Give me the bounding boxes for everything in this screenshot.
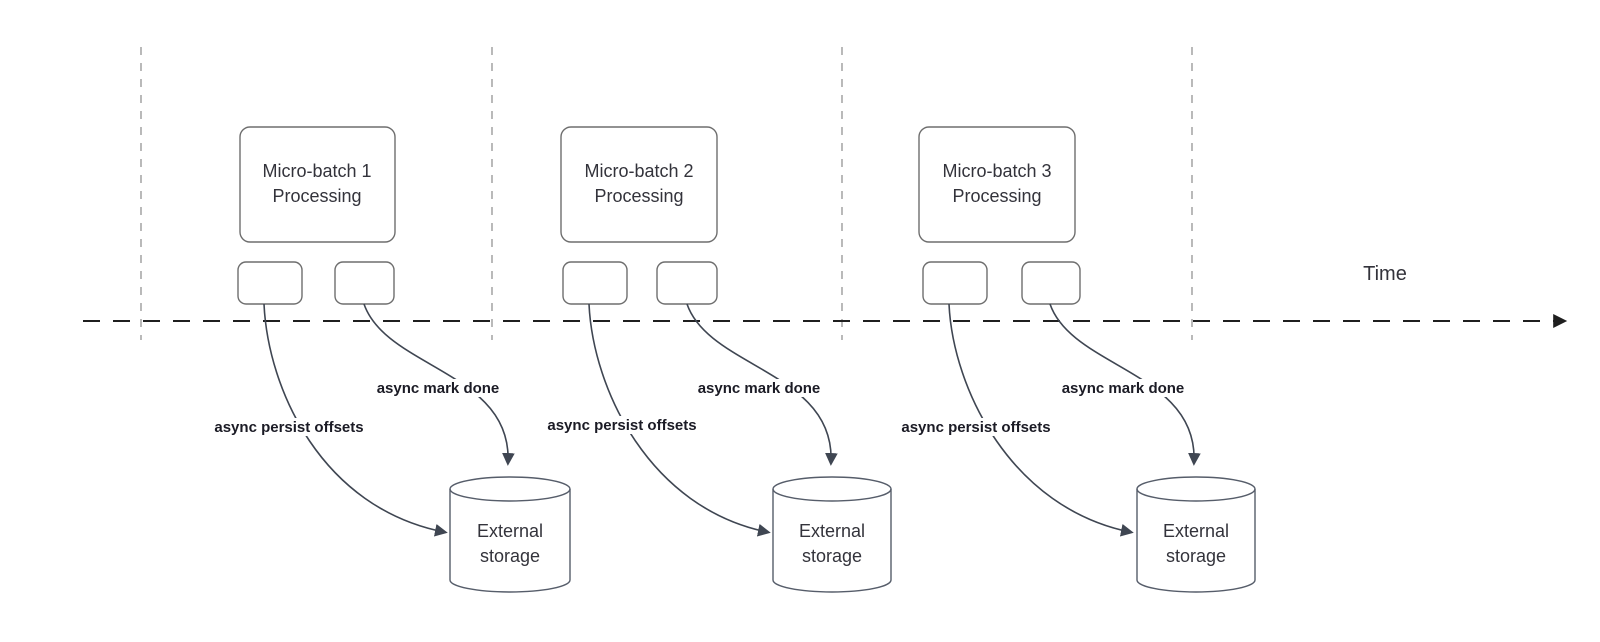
persist-offsets-label: async persist offsets: [547, 417, 696, 434]
process-box-title: Micro-batch 1: [262, 161, 371, 181]
storage-subtitle: storage: [1166, 546, 1226, 566]
mark-done-task-box: [334, 261, 395, 305]
external-storage-cylinder: [449, 476, 571, 593]
persist-offsets-label-bg: [888, 418, 1064, 436]
cylinder-rim: [772, 488, 892, 502]
process-box-subtitle: Processing: [272, 186, 361, 206]
mark-done-label-bg: [684, 379, 834, 397]
persist-offsets-label: async persist offsets: [214, 419, 363, 436]
process-box: [560, 126, 718, 243]
storage-title: External: [1163, 521, 1229, 541]
time-axis-label: Time: [1363, 263, 1407, 285]
persist-offsets-arrow: [263, 303, 448, 537]
section-micro-batch-3: Micro-batch 3 Processing async persist o…: [888, 126, 1256, 593]
storage-title: External: [799, 521, 865, 541]
mark-done-label: async mark done: [377, 380, 500, 397]
mark-done-arrow: [1049, 303, 1201, 466]
persist-offsets-label-bg: [201, 418, 377, 436]
persist-offsets-arrow: [588, 303, 771, 537]
persist-offsets-arrow: [948, 303, 1134, 537]
persist-offsets-label-bg: [534, 416, 710, 434]
storage-subtitle: storage: [802, 546, 862, 566]
mark-done-label-bg: [363, 379, 513, 397]
process-box: [239, 126, 396, 243]
storage-title: External: [477, 521, 543, 541]
process-box-title: Micro-batch 3: [942, 161, 1051, 181]
persist-offsets-label: async persist offsets: [901, 419, 1050, 436]
external-storage-cylinder: [1136, 476, 1256, 593]
mark-done-label: async mark done: [1062, 380, 1185, 397]
external-storage-cylinder: [772, 476, 892, 593]
mark-done-label-bg: [1048, 379, 1198, 397]
persist-offsets-task-box: [237, 261, 303, 305]
process-box: [918, 126, 1076, 243]
mark-done-arrow: [363, 303, 515, 466]
cylinder-rim: [1136, 488, 1256, 502]
process-box-subtitle: Processing: [952, 186, 1041, 206]
persist-offsets-task-box: [562, 261, 628, 305]
persist-offsets-task-box: [922, 261, 988, 305]
mark-done-task-box: [656, 261, 718, 305]
storage-subtitle: storage: [480, 546, 540, 566]
section-micro-batch-1: Micro-batch 1 Processing async persist o…: [201, 126, 571, 593]
section-micro-batch-2: Micro-batch 2 Processing async persist o…: [534, 126, 892, 593]
process-box-title: Micro-batch 2: [584, 161, 693, 181]
mark-done-task-box: [1021, 261, 1081, 305]
cylinder-rim: [449, 488, 571, 502]
process-box-subtitle: Processing: [594, 186, 683, 206]
mark-done-arrow: [686, 303, 838, 466]
mark-done-label: async mark done: [698, 380, 821, 397]
